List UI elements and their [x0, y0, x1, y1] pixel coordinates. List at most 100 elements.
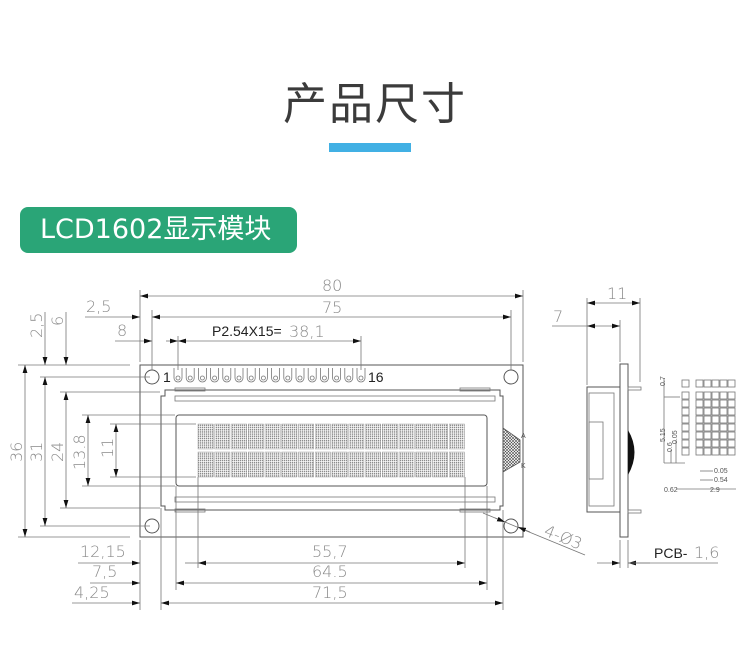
dim-6: 6	[48, 316, 67, 326]
dot-cell	[711, 423, 720, 432]
top-dimensions: 80 75 2,5 8 P2.54X15= 38,1	[85, 276, 524, 370]
character-cell	[231, 423, 247, 450]
dot-cell	[703, 447, 712, 456]
dot-cell	[703, 431, 712, 440]
character-cell	[449, 451, 465, 478]
dot-cell	[719, 391, 728, 400]
character-cell	[382, 423, 398, 450]
detail-0-6: 0.6	[667, 442, 674, 452]
dot-cell	[719, 399, 728, 408]
character-cell	[214, 451, 231, 478]
pin-hole	[297, 375, 303, 381]
dim-71-5: 71,5	[312, 583, 348, 602]
dim-11: 11	[98, 438, 117, 458]
dot-cell	[681, 431, 690, 440]
pin-pitch-value: 38,1	[289, 322, 325, 341]
pin-hole	[248, 375, 254, 381]
detail-0-62: 0.62	[664, 487, 678, 494]
pin-pad	[185, 368, 195, 383]
dim-24: 24	[48, 442, 67, 462]
side-view: 11 7 PCB- 1,6	[552, 284, 719, 568]
dim-2-5-v: 2,5	[27, 313, 46, 338]
dot-cell	[703, 399, 712, 408]
character-cell	[214, 423, 231, 450]
pin-pad	[259, 368, 268, 383]
character-cell	[415, 451, 432, 478]
pin-hole	[285, 375, 291, 381]
left-dimensions: 36 31 24 13.8 11 2,5 6	[7, 312, 196, 538]
dot-cell	[727, 379, 736, 388]
dot-cell	[727, 423, 736, 432]
pin-pad	[198, 368, 207, 383]
dim-75: 75	[322, 298, 342, 317]
dot-cell	[719, 431, 728, 440]
detail-2-9: 2.9	[710, 487, 720, 494]
dim-2-5: 2,5	[86, 297, 111, 316]
pcb-label: PCB-	[654, 545, 688, 561]
pin-hole	[273, 375, 279, 381]
dim-31: 31	[27, 442, 46, 462]
character-cell	[248, 423, 264, 450]
character-cell	[331, 451, 348, 478]
detail-5-15: 5.15	[660, 428, 667, 442]
bottom-dimensions: 12,15 55,7 7,5 64.5 4,25 71,5 4-Ø3	[72, 477, 586, 610]
dim-64-5: 64.5	[312, 562, 348, 581]
dot-cell	[695, 379, 704, 388]
dot-cell	[711, 391, 720, 400]
character-cell	[231, 451, 247, 478]
backlight-k-label: K	[521, 463, 526, 470]
dot-cell	[719, 407, 728, 416]
character-cell	[281, 423, 298, 450]
dot-cell	[719, 423, 728, 432]
pin-pad	[344, 368, 354, 383]
dot-cell	[703, 415, 712, 424]
pin-hole	[187, 375, 193, 381]
pin-pad	[222, 368, 232, 383]
pin-1-label: 1	[163, 369, 171, 385]
mounting-holes	[144, 369, 519, 534]
character-cell	[432, 451, 448, 478]
mounting-hole	[503, 518, 519, 534]
pin-pad	[173, 368, 183, 383]
pin-hole	[309, 375, 315, 381]
dot-cell	[703, 439, 712, 448]
dot-cell	[719, 439, 728, 448]
pin-header	[173, 368, 366, 383]
dim-80: 80	[322, 276, 342, 295]
dot-cell	[711, 415, 720, 424]
character-cell	[415, 423, 432, 450]
lcd-front-view: 1 16 A K	[139, 364, 526, 538]
module-body	[586, 386, 621, 513]
dot-cell	[681, 415, 690, 424]
title-underline	[329, 143, 411, 152]
dot-cell	[711, 447, 720, 456]
dot-cell	[727, 415, 736, 424]
pin-hole	[236, 375, 242, 381]
character-cell	[398, 451, 415, 478]
pin-pitch-label: P2.54X15=	[212, 323, 282, 339]
backlight-led	[502, 427, 521, 473]
character-cell	[315, 423, 331, 450]
character-cell	[264, 423, 281, 450]
dim-12-15: 12,15	[80, 542, 126, 561]
chip-blob	[628, 430, 635, 475]
mounting-hole	[503, 369, 519, 385]
pin-16-label: 16	[368, 369, 384, 385]
pin-hole	[224, 375, 230, 381]
dot-cell	[703, 391, 712, 400]
dot-cell	[695, 447, 704, 456]
character-cell	[298, 423, 314, 450]
dot-cell	[695, 391, 704, 400]
pin-pad	[283, 368, 293, 383]
dot-cell	[681, 407, 690, 416]
dot-cell	[727, 447, 736, 456]
dot-cell	[719, 379, 728, 388]
dot-cell	[727, 391, 736, 400]
pin-pad	[271, 368, 280, 383]
pcb-outline	[139, 364, 524, 538]
hole-spec-label: 4-Ø3	[542, 521, 585, 553]
dim-7-side: 7	[553, 307, 563, 326]
pin-pad	[307, 368, 317, 383]
character-cell	[248, 451, 264, 478]
